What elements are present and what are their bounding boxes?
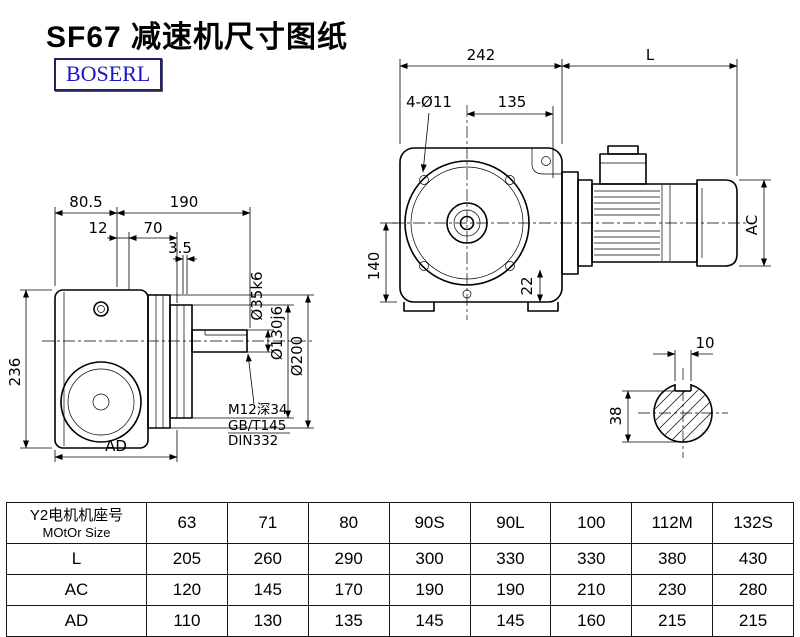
- size-cell: 132S: [712, 502, 794, 544]
- table-header-row: Y2电机机座号 MOtOr Size 63 71 80 90S 90L 100 …: [6, 502, 794, 544]
- value-cell: 110: [146, 605, 228, 637]
- dim-AC: AC: [743, 215, 761, 235]
- dim-38: 38: [607, 406, 625, 425]
- value-cell: 230: [631, 574, 714, 606]
- label-flange-diameter: Ø200: [288, 336, 306, 376]
- dim-236: 236: [6, 358, 24, 387]
- label-tapped-hole: M12深34: [228, 402, 288, 418]
- brand-logo: BOSERL: [54, 58, 163, 91]
- dim-L: L: [646, 46, 655, 64]
- dim-10: 10: [695, 334, 714, 352]
- motor-view: AC: [561, 145, 771, 275]
- table-row-AC: AC 120 145 170 190 190 210 230 280: [6, 574, 794, 606]
- front-view: 242 L 135 4-Ø11 140 22: [365, 46, 752, 320]
- size-cell: 112M: [631, 502, 714, 544]
- value-cell: 260: [226, 543, 309, 575]
- value-cell: 160: [550, 605, 633, 637]
- dim-AD: AD: [105, 437, 127, 455]
- dim-242: 242: [467, 46, 496, 64]
- size-cell: 100: [550, 502, 633, 544]
- row-label: L: [6, 543, 147, 575]
- value-cell: 330: [469, 543, 552, 575]
- value-cell: 215: [712, 605, 794, 637]
- technical-drawing: 242 L 135 4-Ø11 140 22: [6, 46, 771, 462]
- size-cell: 90S: [388, 502, 471, 544]
- dim-190: 190: [170, 193, 199, 211]
- value-cell: 330: [550, 543, 633, 575]
- value-cell: 290: [307, 543, 390, 575]
- dim-3-5: 3.5: [168, 239, 192, 257]
- dim-12: 12: [88, 219, 107, 237]
- value-cell: 190: [388, 574, 471, 606]
- value-cell: 430: [712, 543, 794, 575]
- label-shaft-diameter: Ø35k6: [248, 271, 266, 320]
- value-cell: 215: [631, 605, 714, 637]
- table-row-L: L 205 260 290 300 330 330 380 430: [6, 543, 794, 575]
- value-cell: 280: [712, 574, 794, 606]
- value-cell: 145: [388, 605, 471, 637]
- value-cell: 135: [307, 605, 390, 637]
- table-row-AD: AD 110 130 135 145 145 160 215 215: [6, 605, 794, 637]
- value-cell: 205: [146, 543, 228, 575]
- label-standard-din: DIN332: [228, 433, 278, 449]
- dim-80-5: 80.5: [69, 193, 102, 211]
- row-label: AD: [6, 605, 147, 637]
- size-cell: 90L: [469, 502, 552, 544]
- label-standard-gb: GB/T145: [228, 418, 286, 434]
- dim-140: 140: [365, 252, 383, 281]
- dim-22: 22: [518, 276, 536, 295]
- shaft-section-view: 10 38: [607, 334, 728, 458]
- value-cell: 145: [226, 574, 309, 606]
- value-cell: 210: [550, 574, 633, 606]
- dimension-table: Y2电机机座号 MOtOr Size 63 71 80 90S 90L 100 …: [6, 502, 794, 637]
- value-cell: 130: [226, 605, 309, 637]
- dim-70: 70: [143, 219, 162, 237]
- dim-bolt-holes: 4-Ø11: [406, 93, 452, 111]
- value-cell: 190: [469, 574, 552, 606]
- motor-size-label-cn: Y2电机机座号: [29, 506, 124, 524]
- dim-135: 135: [498, 93, 527, 111]
- value-cell: 120: [146, 574, 228, 606]
- value-cell: 145: [469, 605, 552, 637]
- size-cell: 63: [146, 502, 228, 544]
- brand-logo-text: BOSERL: [66, 61, 151, 86]
- motor-size-header-cell: Y2电机机座号 MOtOr Size: [6, 502, 147, 544]
- value-cell: 300: [388, 543, 471, 575]
- size-cell: 71: [226, 502, 309, 544]
- label-spigot-diameter: Ø130j6: [268, 306, 286, 360]
- side-view: 236 80.5 190 12 70 3.5: [6, 193, 314, 462]
- value-cell: 170: [307, 574, 390, 606]
- value-cell: 380: [631, 543, 714, 575]
- size-cell: 80: [307, 502, 390, 544]
- row-label: AC: [6, 574, 147, 606]
- page-title: SF67 减速机尺寸图纸: [46, 21, 349, 54]
- section-hatching: [655, 385, 711, 441]
- motor-size-label-en: MOtOr Size: [42, 524, 111, 540]
